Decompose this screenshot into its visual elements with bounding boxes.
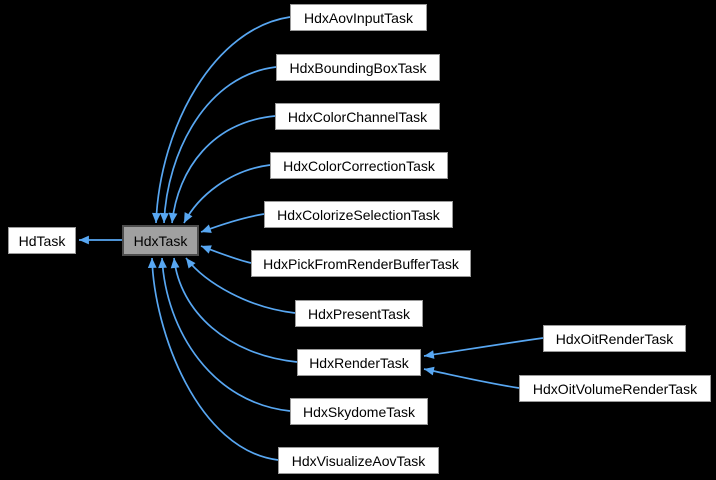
class-node-HdxPickFromRenderBufferTask[interactable]: HdxPickFromRenderBufferTask [251, 250, 471, 277]
class-node-label: HdxSkydomeTask [302, 403, 416, 420]
class-node-HdxAovInputTask[interactable]: HdxAovInputTask [290, 4, 427, 31]
class-node-HdxColorChannelTask[interactable]: HdxColorChannelTask [275, 103, 440, 130]
inheritance-edge-HdxColorChannelTask-to-HdxTask [168, 115, 276, 224]
class-node-HdxSkydomeTask[interactable]: HdxSkydomeTask [290, 398, 428, 425]
class-node-HdxColorCorrectionTask[interactable]: HdxColorCorrectionTask [270, 152, 448, 179]
class-node-HdxOitVolumeRenderTask[interactable]: HdxOitVolumeRenderTask [519, 375, 711, 402]
class-node-HdxOitRenderTask[interactable]: HdxOitRenderTask [543, 325, 686, 352]
class-node-label: HdxOitVolumeRenderTask [532, 380, 698, 397]
inheritance-edge-HdxAovInputTask-to-HdxTask [152, 16, 291, 224]
inheritance-edge-HdxRenderTask-to-HdxTask [170, 257, 298, 363]
class-node-HdxVisualizeAovTask[interactable]: HdxVisualizeAovTask [278, 447, 439, 474]
inheritance-edge-HdxColorizeSelectionTask-to-HdxTask [200, 213, 265, 233]
inheritance-edge-HdxColorCorrectionTask-to-HdxTask [183, 164, 271, 224]
inheritance-edge-HdxOitRenderTask-to-HdxRenderTask [423, 337, 544, 359]
class-node-label: HdxRenderTask [309, 354, 409, 371]
class-node-label: HdxOitRenderTask [555, 330, 674, 347]
inheritance-edge-HdxOitVolumeRenderTask-to-HdxRenderTask [423, 366, 520, 389]
class-node-HdxTask: HdxTask [122, 225, 199, 256]
class-node-label: HdTask [18, 232, 66, 249]
class-node-label: HdxAovInputTask [304, 9, 413, 26]
inheritance-edge-HdxPresentTask-to-HdxTask [185, 257, 296, 314]
inheritance-edge-HdxPickFromRenderBufferTask-to-HdxTask [200, 245, 252, 264]
class-node-label: HdxColorCorrectionTask [283, 157, 435, 174]
class-node-HdxRenderTask[interactable]: HdxRenderTask [297, 349, 421, 376]
class-node-label: HdxColorizeSelectionTask [277, 206, 440, 223]
class-node-label: HdxPresentTask [308, 305, 410, 322]
class-node-HdxColorizeSelectionTask[interactable]: HdxColorizeSelectionTask [264, 201, 453, 228]
inheritance-edge-HdxSkydomeTask-to-HdxTask [158, 257, 291, 412]
class-node-label: HdxTask [133, 232, 188, 249]
class-node-label: HdxBoundingBoxTask [289, 59, 427, 76]
class-node-label: HdxPickFromRenderBufferTask [263, 255, 459, 272]
class-node-HdxPresentTask[interactable]: HdxPresentTask [295, 300, 423, 327]
inheritance-edge-HdxVisualizeAovTask-to-HdxTask [147, 257, 279, 461]
class-node-HdTask[interactable]: HdTask [8, 227, 76, 254]
inheritance-edge-HdxBoundingBoxTask-to-HdxTask [160, 66, 277, 224]
class-node-HdxBoundingBoxTask[interactable]: HdxBoundingBoxTask [276, 54, 440, 81]
class-node-label: HdxVisualizeAovTask [291, 452, 426, 469]
class-node-label: HdxColorChannelTask [287, 108, 428, 125]
